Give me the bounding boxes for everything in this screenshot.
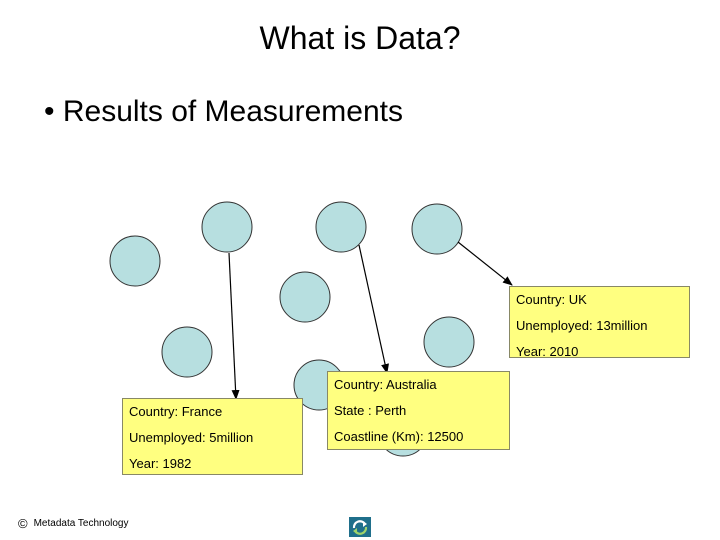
australia-line-state: State : Perth bbox=[334, 403, 407, 418]
france-line-country: Country: France bbox=[129, 404, 223, 419]
uk-data-box: Country: UK Unemployed: 13million Year: … bbox=[509, 286, 690, 359]
france-data-box: Country: France Unemployed: 5million Yea… bbox=[122, 398, 303, 475]
measurement-circle bbox=[423, 316, 475, 368]
measurement-circle bbox=[315, 201, 367, 253]
footer: © Metadata Technology bbox=[18, 517, 128, 531]
measurement-circle bbox=[279, 271, 331, 323]
footer-org: Metadata Technology bbox=[33, 518, 129, 529]
measurement-circle bbox=[161, 326, 213, 378]
arrow-to-france bbox=[228, 252, 240, 400]
arrow-to-australia bbox=[358, 244, 389, 374]
measurement-circle bbox=[109, 235, 161, 287]
uk-line-unemployed: Unemployed: 13million bbox=[516, 318, 648, 333]
copyright-icon: © bbox=[18, 516, 28, 531]
australia-line-coastline: Coastline (Km): 12500 bbox=[334, 429, 464, 444]
arrow-to-uk bbox=[457, 241, 513, 286]
measurement-circle bbox=[201, 201, 253, 253]
australia-data-box: Country: Australia State : Perth Coastli… bbox=[327, 371, 510, 450]
uk-line-country: Country: UK bbox=[516, 292, 587, 307]
slide-title: What is Data? bbox=[259, 20, 461, 56]
australia-line-country: Country: Australia bbox=[334, 377, 437, 392]
logo-icon bbox=[349, 517, 371, 537]
france-line-year: Year: 1982 bbox=[129, 456, 192, 471]
bullet-text: • Results of Measurements bbox=[44, 95, 403, 128]
france-line-unemployed: Unemployed: 5million bbox=[129, 430, 254, 445]
measurement-circle bbox=[411, 203, 463, 255]
uk-line-year: Year: 2010 bbox=[516, 344, 579, 359]
